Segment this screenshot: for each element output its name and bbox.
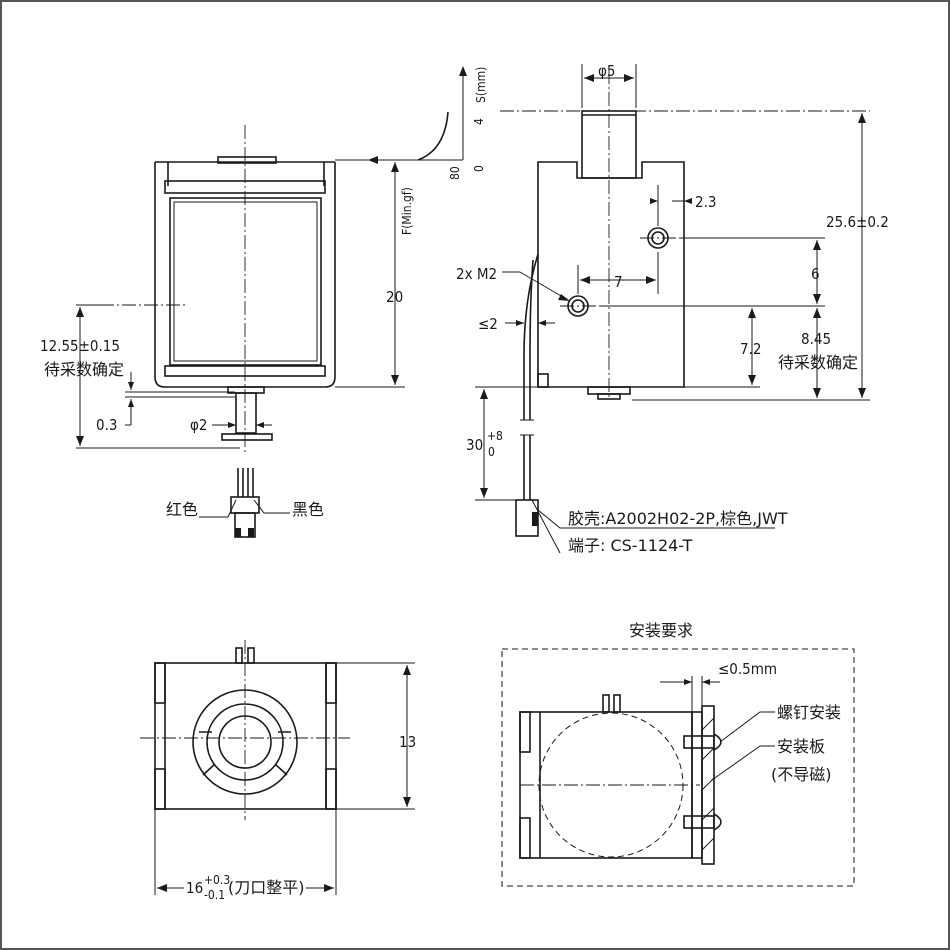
side-wire: [523, 253, 539, 420]
screw-install-label: 螺钉安装: [777, 703, 841, 722]
ref-note: 待采数确定: [778, 353, 858, 372]
mount-height-label: 12.55±0.15: [40, 337, 120, 355]
ref-label: 8.45: [801, 330, 831, 348]
front-pin: [235, 392, 257, 434]
red-wire-label: 红色: [166, 500, 198, 519]
front-plunger-cap: [217, 156, 277, 164]
svg-text:0: 0: [488, 445, 495, 459]
bottom-view: 13 16 +0.3 -0.1 (刀口整平): [140, 640, 416, 902]
install-gap-label: ≤0.5mm: [718, 660, 777, 678]
mount-screw-upper: [683, 735, 715, 749]
edge-offset-label: 2.3: [695, 193, 716, 211]
terminal-label: 端子: CS-1124-T: [568, 536, 693, 555]
plunger-dia-label: φ5: [598, 62, 615, 80]
housing-label: 胶壳:A2002H02-2P,棕色,JWT: [568, 509, 788, 528]
force-label: F(Min.gf): [400, 187, 414, 235]
bottom-width-label: 16: [186, 879, 203, 897]
side-body: [537, 161, 685, 388]
screw-label: 2x M2: [456, 265, 497, 283]
bottom-body: [154, 662, 337, 810]
stroke-axis-label: S(mm): [474, 67, 488, 103]
bottom-width-note: (刀口整平): [228, 878, 305, 897]
plate-note: (不导磁): [771, 765, 832, 784]
base-offset-label: 7.2: [740, 340, 761, 358]
pin-dia-label: φ2: [190, 416, 207, 434]
vertical-pitch-label: 6: [811, 265, 820, 283]
bottom-height-label: 13: [399, 733, 416, 751]
svg-text:0: 0: [472, 165, 486, 172]
install-frame: [501, 648, 855, 887]
side-view: φ5 2.3 2x M2 7 ≤2 6 8.45 待采数确定: [456, 62, 889, 555]
force-stroke-graph: S(mm) 4 0 80: [368, 66, 488, 180]
total-height-label: 25.6±0.2: [826, 213, 889, 231]
install-title: 安装要求: [629, 621, 693, 640]
svg-text:-0.1: -0.1: [204, 888, 225, 902]
mount-height-note: 待采数确定: [44, 360, 124, 379]
svg-text:80: 80: [448, 166, 462, 180]
offset-label: 0.3: [96, 416, 117, 434]
gap-label: ≤2: [478, 315, 498, 333]
front-view: 红色 黑色 20 F(Min.gf) 12.55±0.15 待采数确定 0.3 …: [40, 125, 414, 538]
black-wire-label: 黑色: [292, 500, 324, 519]
front-height-label: 20: [386, 288, 403, 306]
svg-text:4: 4: [472, 118, 486, 125]
install-view: 安装要求 ≤0.5mm 螺钉安装 安装板 (不导磁): [501, 621, 855, 887]
front-coil: [169, 197, 322, 366]
mounting-plate: [701, 705, 715, 865]
plate-label: 安装板: [777, 737, 825, 756]
mount-screw-lower: [683, 815, 715, 829]
wire-length-label: 30: [466, 436, 483, 454]
wire-bundle: [237, 468, 254, 497]
pitch-label: 7: [614, 273, 623, 291]
svg-text:+0.3: +0.3: [204, 873, 230, 887]
force-curve: [417, 111, 449, 161]
svg-text:+8: +8: [487, 429, 503, 443]
